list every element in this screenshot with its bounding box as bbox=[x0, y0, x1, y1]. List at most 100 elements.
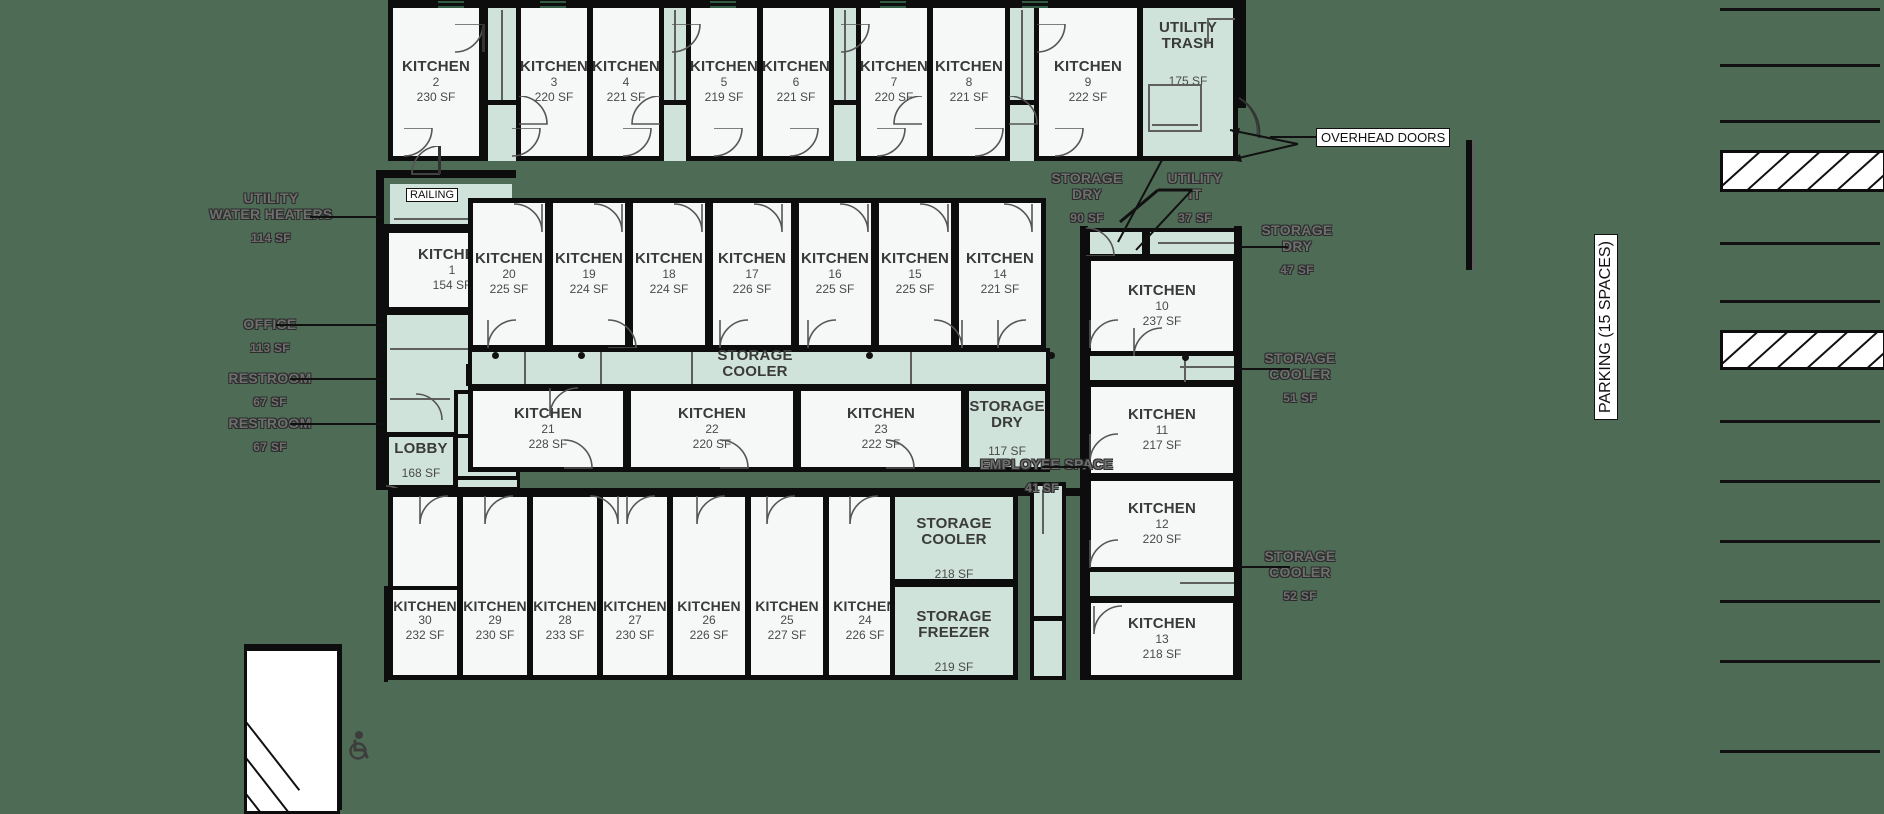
room-name: KITCHEN bbox=[677, 597, 741, 614]
callout-employee-space: EMPLOYEE SPACE 41 SF bbox=[980, 456, 1113, 496]
room-number: 14 bbox=[993, 266, 1007, 281]
left-exterior-wall bbox=[376, 170, 384, 490]
roof-tick bbox=[710, 1, 736, 3]
room-kitchen-9[interactable]: KITCHEN 9 222 SF bbox=[1034, 3, 1142, 161]
cooler-partition bbox=[910, 352, 912, 384]
room-kitchen-12[interactable]: KITCHEN 12 220 SF bbox=[1086, 476, 1238, 572]
room-area: 225 SF bbox=[895, 281, 935, 296]
callout-restroom-1: RESTROOM 67 SF bbox=[212, 370, 328, 410]
callout-leader bbox=[290, 378, 382, 380]
roof-tick bbox=[540, 6, 566, 8]
callout-leader bbox=[276, 324, 382, 326]
room-number: 9 bbox=[1084, 74, 1092, 89]
parking-stripe bbox=[1720, 300, 1880, 303]
room-kitchen-26[interactable]: KITCHEN 26 226 SF bbox=[668, 492, 750, 680]
room-area: 226 SF bbox=[732, 281, 772, 296]
room-name: KITCHEN bbox=[393, 597, 457, 614]
room-kitchen-15[interactable]: KITCHEN 15 225 SF bbox=[874, 198, 956, 350]
room-name: KITCHEN bbox=[965, 250, 1035, 268]
room-kitchen-5[interactable]: KITCHEN 5 219 SF bbox=[686, 3, 762, 161]
room-storage-cooler-bottom[interactable]: STORAGE COOLER 218 SF bbox=[890, 492, 1018, 584]
room-number: 3 bbox=[550, 74, 558, 89]
room-kitchen-16[interactable]: KITCHEN 16 225 SF bbox=[794, 198, 876, 350]
accessible-stall-hatch bbox=[1720, 330, 1884, 370]
shaft-mid-wall bbox=[484, 100, 520, 105]
room-kitchen-25[interactable]: KITCHEN 25 227 SF bbox=[746, 492, 828, 680]
room-kitchen-22[interactable]: KITCHEN 22 220 SF bbox=[626, 386, 798, 472]
room-storage-cooler-center[interactable] bbox=[468, 348, 1050, 388]
room-storage-freezer-bottom[interactable]: STORAGE FREEZER 219 SF bbox=[890, 582, 1018, 680]
room-number: 2 bbox=[432, 74, 440, 89]
room-area: 230 SF bbox=[475, 628, 515, 643]
room-area: 221 SF bbox=[949, 89, 989, 104]
roof-tick bbox=[880, 1, 906, 3]
employee-space-strip[interactable] bbox=[1030, 482, 1066, 680]
cooler-node bbox=[578, 352, 585, 359]
room-area: 218 SF bbox=[1142, 646, 1182, 661]
room-number: 17 bbox=[745, 266, 759, 281]
shaft-mid-wall bbox=[660, 100, 690, 105]
room-kitchen-28[interactable]: KITCHEN 28 233 SF bbox=[528, 492, 602, 680]
room-kitchen-7[interactable]: KITCHEN 7 220 SF bbox=[856, 3, 932, 161]
callout-storage-cooler-right-mid: STORAGE COOLER 51 SF bbox=[1238, 350, 1362, 406]
fixture-outline bbox=[1200, 84, 1202, 132]
room-name: KITCHEN bbox=[603, 597, 667, 614]
room-utility-trash[interactable]: UTILITY TRASH 175 SF bbox=[1138, 3, 1238, 161]
room-kitchen-18[interactable]: KITCHEN 18 224 SF bbox=[628, 198, 710, 350]
room-area: 226 SF bbox=[689, 628, 729, 643]
room-kitchen-6[interactable]: KITCHEN 6 221 SF bbox=[758, 3, 834, 161]
room-kitchen-27[interactable]: KITCHEN 27 230 SF bbox=[598, 492, 672, 680]
fixture-outline bbox=[1148, 84, 1202, 86]
room-name: UTILITY bbox=[1158, 19, 1218, 36]
room-name: KITCHEN bbox=[755, 597, 819, 614]
roof-tick bbox=[438, 6, 464, 8]
room-kitchen-17[interactable]: KITCHEN 17 226 SF bbox=[708, 198, 796, 350]
room-kitchen-23[interactable]: KITCHEN 23 222 SF bbox=[796, 386, 966, 472]
callout-utility-water-heaters: UTILITY WATER HEATERS 114 SF bbox=[196, 190, 346, 246]
room-name: KITCHEN bbox=[474, 250, 544, 268]
shaft-divider-line bbox=[844, 10, 846, 100]
shaft-divider-line bbox=[501, 10, 503, 100]
right-cooler-band-2[interactable] bbox=[1086, 568, 1238, 600]
fixture-outline bbox=[1148, 130, 1202, 132]
callout-line-1: EMPLOYEE SPACE bbox=[980, 456, 1114, 472]
callout-leaders-top bbox=[1096, 150, 1226, 265]
room-area: 225 SF bbox=[489, 281, 529, 296]
roof-tick bbox=[1022, 6, 1048, 8]
room-number: 24 bbox=[858, 613, 872, 628]
room-kitchen-11[interactable]: KITCHEN 11 217 SF bbox=[1086, 382, 1238, 478]
room-kitchen-29[interactable]: KITCHEN 29 230 SF bbox=[458, 492, 532, 680]
room-kitchen-10[interactable]: KITCHEN 10 237 SF bbox=[1086, 256, 1238, 356]
room-area: 222 SF bbox=[1068, 89, 1108, 104]
room-kitchen-13[interactable]: KITCHEN 13 218 SF bbox=[1086, 598, 1238, 680]
parking-stripe bbox=[1720, 242, 1880, 245]
room-number: 30 bbox=[418, 613, 432, 628]
right-cooler-band-1[interactable] bbox=[1086, 352, 1238, 384]
room-kitchen-19[interactable]: KITCHEN 19 224 SF bbox=[548, 198, 630, 350]
room-name: KITCHEN bbox=[533, 597, 597, 614]
callout-storage-dry-top: STORAGE DRY 90 SF bbox=[1030, 170, 1144, 226]
room-area: 221 SF bbox=[606, 89, 646, 104]
railing-line bbox=[394, 218, 506, 220]
room-lobby[interactable]: LOBBY 168 SF bbox=[384, 432, 458, 490]
right-cooler-line bbox=[1180, 582, 1236, 584]
room-kitchen-2[interactable]: KITCHEN 2 230 SF bbox=[388, 3, 484, 161]
callout-line-2: DRY bbox=[1072, 186, 1102, 203]
room-number: 25 bbox=[780, 613, 794, 628]
room-kitchen-8[interactable]: KITCHEN 8 221 SF bbox=[928, 3, 1010, 161]
room-name: KITCHEN bbox=[677, 405, 747, 423]
room-number: 20 bbox=[502, 266, 516, 281]
room-kitchen-21[interactable]: KITCHEN 21 228 SF bbox=[468, 386, 628, 472]
room-name-line2: FREEZER bbox=[918, 623, 990, 641]
accessible-stall-hatch-left bbox=[244, 648, 340, 814]
fixture-outline bbox=[1207, 18, 1209, 44]
right-wing-left-wall bbox=[1080, 226, 1088, 680]
room-kitchen-3[interactable]: KITCHEN 3 220 SF bbox=[516, 3, 592, 161]
employee-space-midwall bbox=[1030, 616, 1066, 621]
callout-area: 67 SF bbox=[253, 440, 287, 455]
room-storage-dry-center[interactable]: STORAGE DRY 117 SF bbox=[964, 386, 1050, 472]
room-name: KITCHEN bbox=[1127, 282, 1197, 300]
room-kitchen-20[interactable]: KITCHEN 20 225 SF bbox=[468, 198, 550, 350]
room-name: KITCHEN bbox=[463, 597, 527, 614]
room-kitchen-4[interactable]: KITCHEN 4 221 SF bbox=[588, 3, 664, 161]
